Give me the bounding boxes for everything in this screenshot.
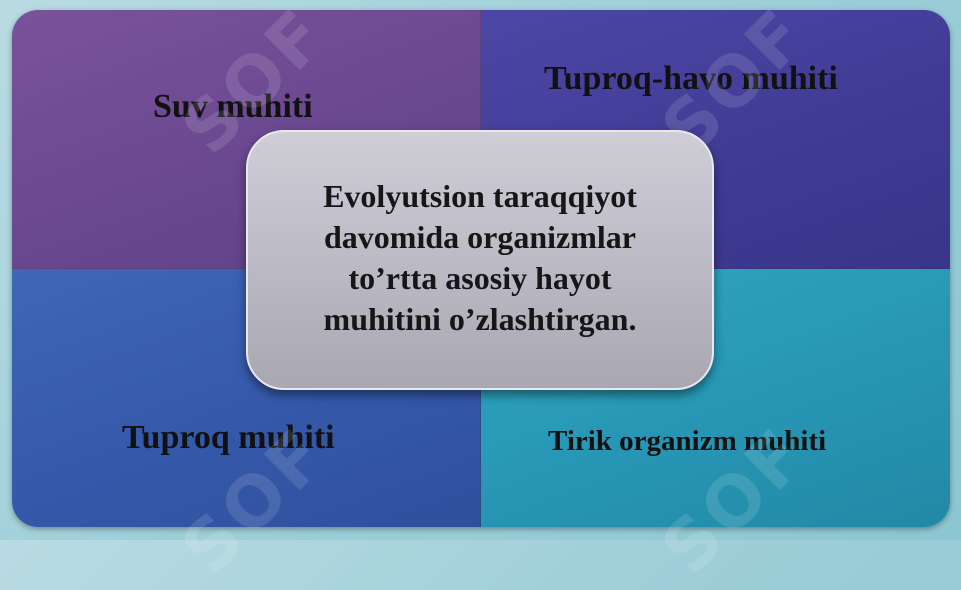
center-statement-text: Evolyutsion taraqqiyot davomida organizm… — [323, 176, 637, 340]
quadrant-label-soil: Tuproq muhiti — [122, 419, 335, 456]
quadrant-label-living-organism: Tirik organizm muhiti — [548, 425, 827, 457]
center-line-4: muhitini o’zlashtirgan. — [323, 301, 637, 337]
center-line-2: davomida organizmlar — [324, 219, 636, 255]
quadrant-soil-air-environment: Tuproq-havo muhiti — [481, 10, 950, 269]
diagram-frame: Suv muhiti Tuproq-havo muhiti Tuproq muh… — [12, 10, 950, 527]
quadrant-label-water: Suv muhiti — [153, 88, 313, 125]
center-statement-box: Evolyutsion taraqqiyot davomida organizm… — [246, 130, 714, 390]
quadrant-label-soil-air: Tuproq-havo muhiti — [544, 60, 838, 97]
center-line-1: Evolyutsion taraqqiyot — [323, 178, 637, 214]
center-line-3: to’rtta asosiy hayot — [348, 260, 612, 296]
